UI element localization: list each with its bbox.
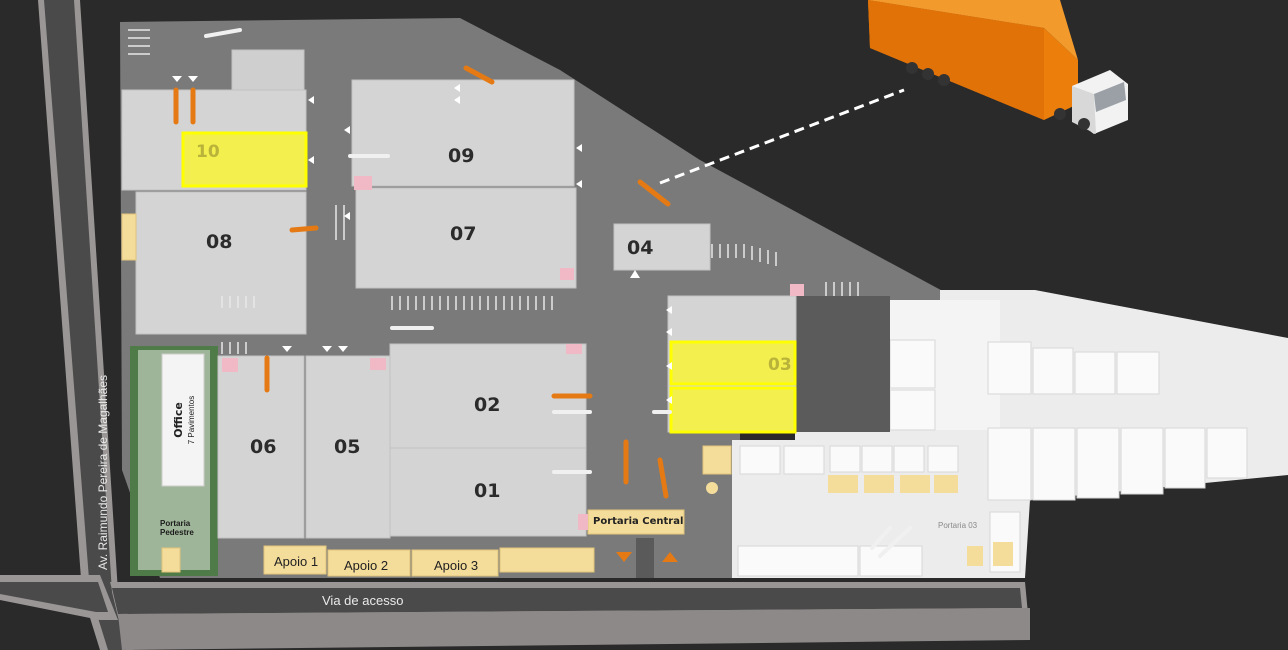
truck-markers	[173, 65, 671, 499]
white-truck-markers	[204, 28, 912, 558]
avenue-road	[0, 0, 133, 650]
building-08-block	[135, 191, 307, 335]
portaria-central-label: Portaria Central	[593, 516, 683, 527]
apoio-3-block	[411, 549, 499, 577]
building-04-block	[613, 223, 711, 271]
truck-illustration	[868, 0, 1128, 134]
east-storage-grid	[737, 339, 1248, 577]
building-02-label: 02	[474, 394, 500, 416]
building-10-label: 10	[196, 142, 220, 162]
entry-arrow	[662, 552, 678, 562]
gate-median	[636, 538, 654, 578]
round-marker	[706, 482, 718, 494]
access-road	[110, 582, 1030, 650]
building-07-block	[355, 187, 577, 289]
building-05-block	[305, 355, 391, 539]
office-building[interactable]	[161, 353, 205, 487]
building-09-block	[351, 79, 575, 187]
apoio-2-block	[327, 549, 411, 577]
apoio-1-label: Apoio 1	[274, 554, 318, 569]
dock-markers	[222, 176, 804, 530]
office-subtitle: 7 Pavimentos	[187, 396, 196, 444]
support-buildings	[121, 213, 732, 577]
building-01-label: 01	[474, 480, 500, 502]
exit-arrow	[616, 552, 632, 562]
dashed-connector	[659, 88, 905, 185]
portaria-pedestre-label-1: Portaria	[160, 519, 191, 528]
apoio-1-block	[263, 545, 327, 575]
portaria-03-label: Portaria 03	[938, 521, 978, 530]
office-title: Office	[172, 402, 185, 438]
unit-03-highlight-upper[interactable]	[669, 340, 797, 386]
apoio-3-label: Apoio 3	[434, 558, 478, 573]
building-01-block	[389, 447, 587, 537]
parking-stripes	[128, 29, 859, 354]
unit-10-highlight[interactable]	[181, 131, 308, 188]
dark-block	[795, 296, 890, 432]
access-road-label: Via de acesso	[322, 593, 403, 608]
office-label-group: Office 7 Pavimentos	[172, 396, 196, 444]
building-07-label: 07	[450, 223, 476, 245]
building-06-label: 06	[250, 436, 276, 458]
building-09-label: 09	[448, 145, 474, 167]
buildings-layer	[121, 49, 797, 539]
building-03-label: 03	[768, 355, 792, 375]
east-support-boxes	[828, 475, 1013, 566]
apoio-2-label: Apoio 2	[344, 558, 388, 573]
dock-door-markers	[172, 76, 672, 404]
building-08-label: 08	[206, 231, 232, 253]
unit-03-highlight-lower[interactable]	[669, 386, 797, 434]
portaria-pedestre-label-2: Pedestre	[160, 528, 194, 537]
building-06-block	[217, 355, 305, 539]
building-04-label: 04	[627, 237, 653, 259]
building-05-label: 05	[334, 436, 360, 458]
avenue-label: Av. Raimundo Pereira de Magalhães	[96, 375, 110, 570]
